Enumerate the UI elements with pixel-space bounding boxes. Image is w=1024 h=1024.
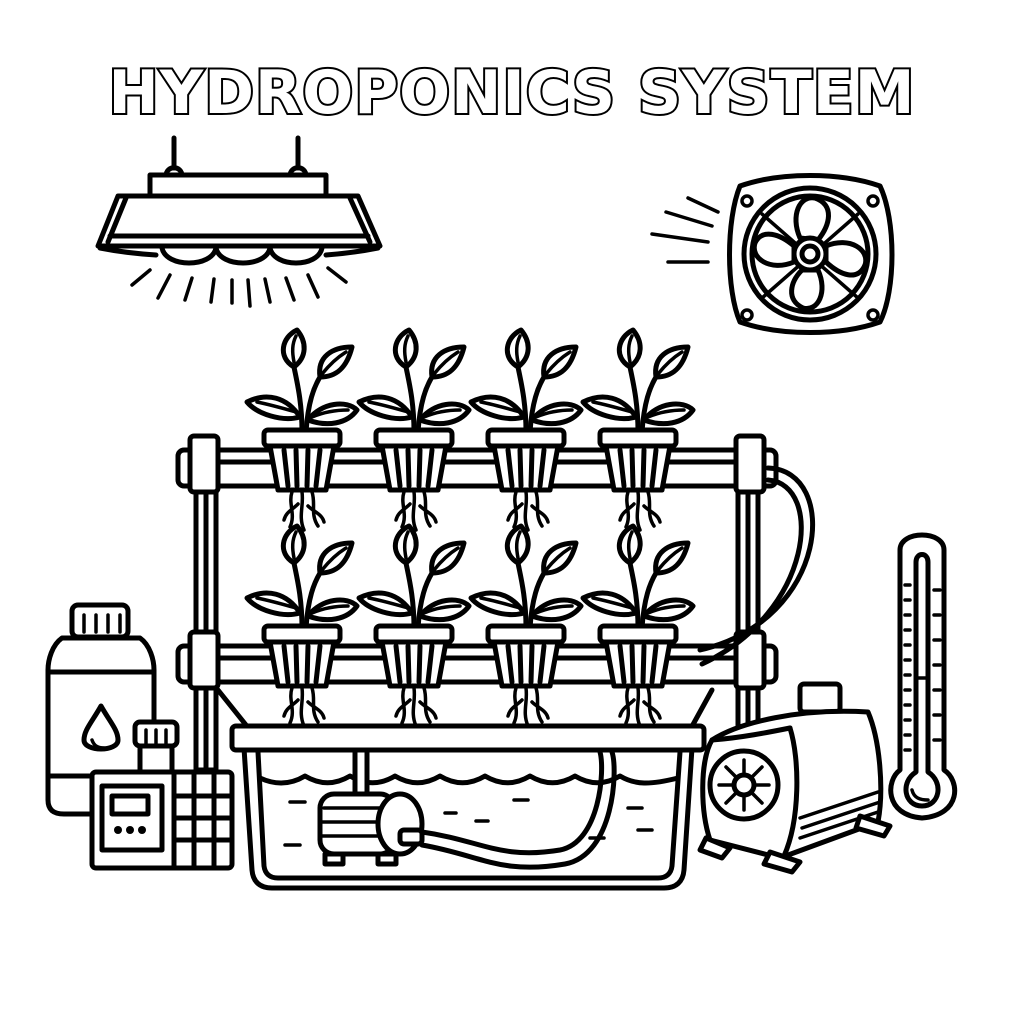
return-hose: [697, 465, 815, 667]
page-title: HYDROPONICS SYSTEM: [107, 56, 917, 130]
thermometer-icon: [888, 532, 958, 821]
water-pump-icon: [697, 681, 893, 875]
submersible-pump-icon: [317, 747, 617, 870]
plant-row-bottom: [247, 526, 693, 726]
small-bottle-icon: [132, 719, 180, 779]
plant-row-top: [247, 330, 693, 530]
grow-light-icon: [95, 135, 383, 308]
water-reservoir: [229, 723, 707, 891]
control-unit-icon: [89, 769, 235, 871]
exhaust-fan-icon: [650, 173, 895, 335]
